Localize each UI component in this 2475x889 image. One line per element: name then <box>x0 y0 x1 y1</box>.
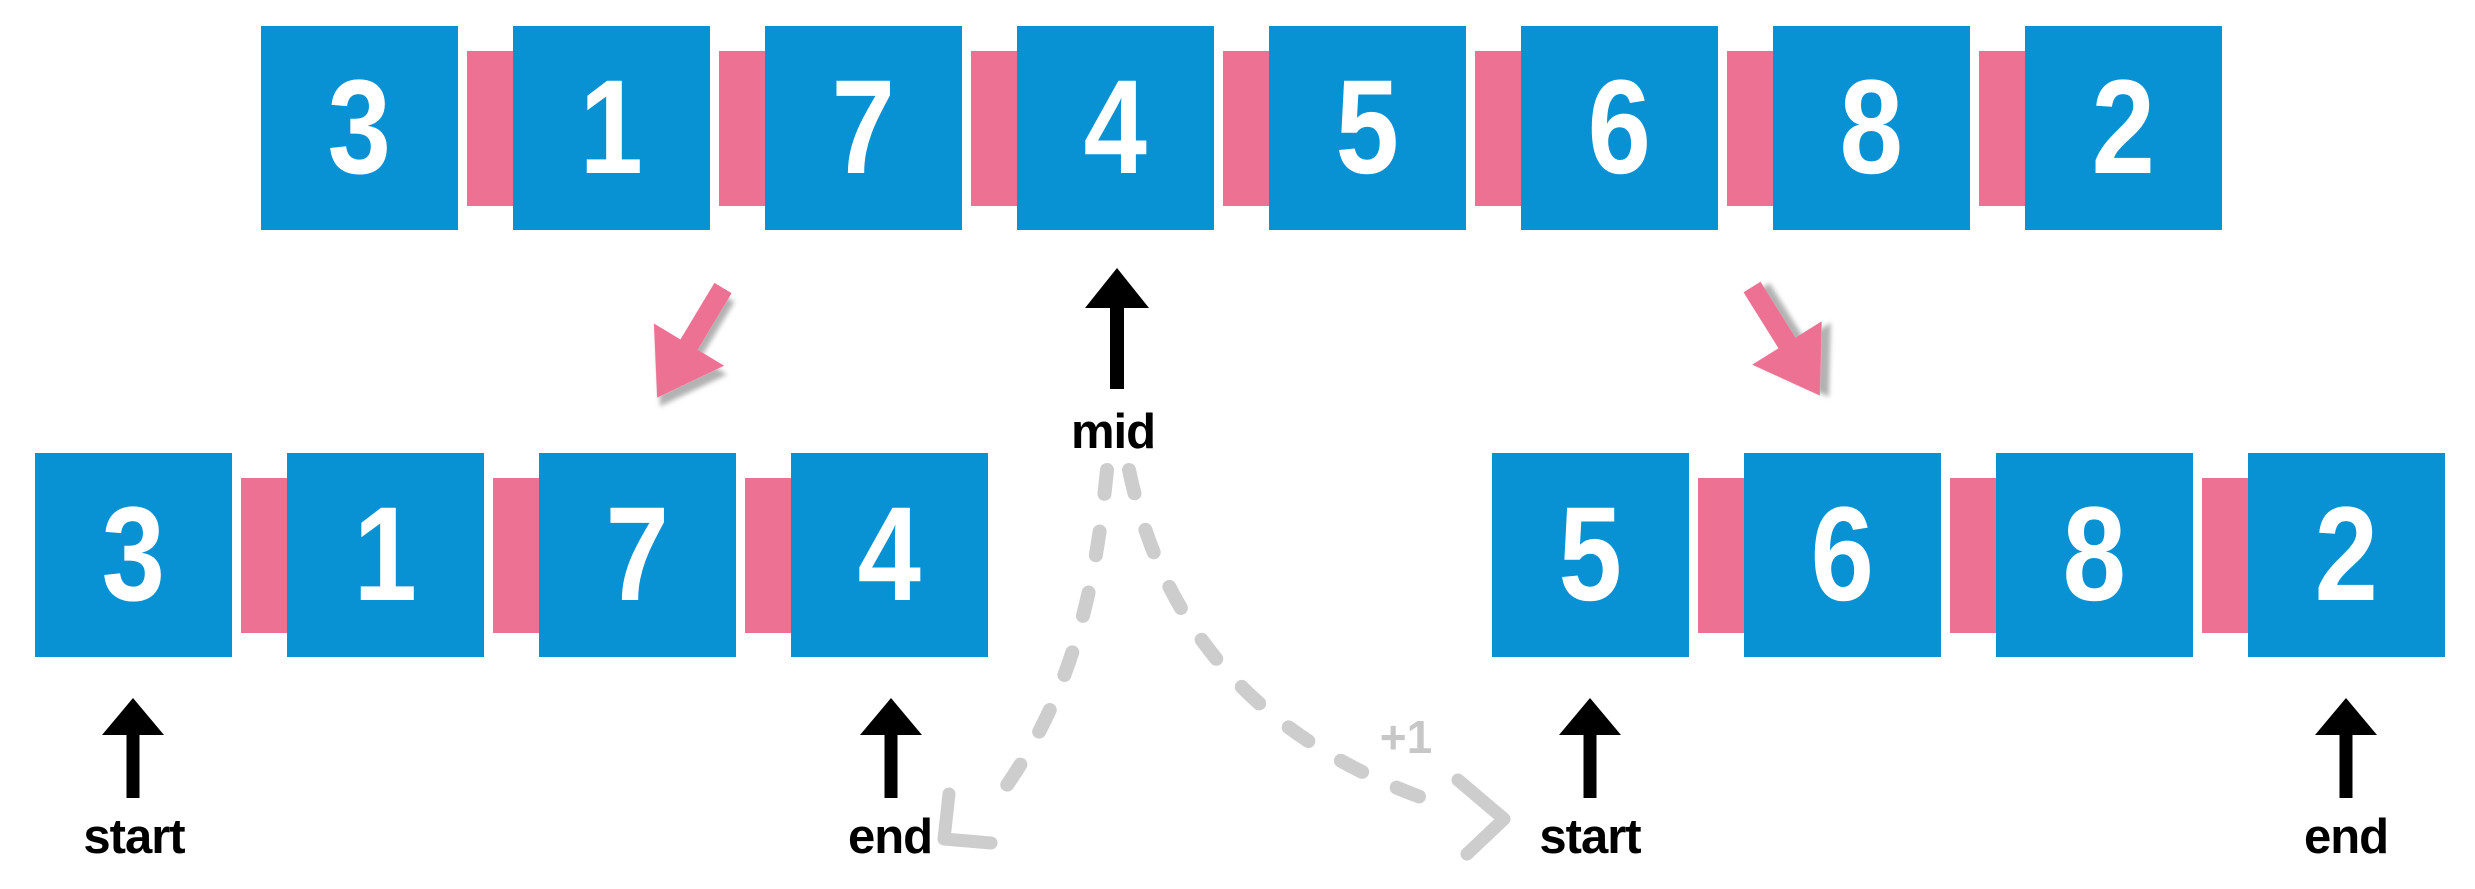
top-array-cell-0: 3 <box>261 26 458 230</box>
cell-value: 2 <box>2091 53 2156 202</box>
cell-value: 8 <box>2062 480 2127 629</box>
top-array-cell-7: 2 <box>2025 26 2222 230</box>
left-subarray-cell-1: 1 <box>287 453 484 657</box>
connector <box>467 51 513 206</box>
left-start-label: start <box>83 810 185 864</box>
connector <box>2202 478 2248 633</box>
dashed-curve-mid-to-end <box>993 463 1114 802</box>
cell-value: 8 <box>1839 53 1904 202</box>
right-subarray-cell-3: 2 <box>2248 453 2445 657</box>
cell-value: 1 <box>579 53 644 202</box>
cell-value: 2 <box>2314 480 2379 629</box>
cell-value: 6 <box>1587 53 1652 202</box>
connector <box>1698 478 1744 633</box>
cell-value: 1 <box>353 480 418 629</box>
cell-value: 4 <box>1083 53 1148 202</box>
connector <box>719 51 765 206</box>
connector <box>1979 51 2025 206</box>
left-end-label: end <box>847 810 933 864</box>
connector <box>1950 478 1996 633</box>
cell-value: 5 <box>1558 480 1623 629</box>
left-subarray-cell-0: 3 <box>35 453 232 657</box>
right-end-arrow-icon <box>2315 698 2377 798</box>
connector <box>493 478 539 633</box>
connector <box>971 51 1017 206</box>
split-right-arrow-icon <box>1743 281 1822 396</box>
cell-value: 3 <box>101 480 166 629</box>
top-array-cell-4: 5 <box>1269 26 1466 230</box>
right-end-label: end <box>2303 810 2389 864</box>
cell-value: 6 <box>1810 480 1875 629</box>
top-array-cell-1: 1 <box>513 26 710 230</box>
left-end-arrow-icon <box>860 698 922 798</box>
connector <box>1475 51 1521 206</box>
cell-value: 7 <box>605 480 670 629</box>
right-start-arrow-icon <box>1559 698 1621 798</box>
left-subarray-cell-3: 4 <box>791 453 988 657</box>
right-start-label: start <box>1539 810 1641 864</box>
mid-label: mid <box>1070 405 1156 459</box>
connector <box>1727 51 1773 206</box>
dashed-curve-mid-to-start <box>1122 463 1453 813</box>
top-array-cell-6: 8 <box>1773 26 1970 230</box>
left-start-arrow-icon <box>102 698 164 798</box>
top-array-cell-2: 7 <box>765 26 962 230</box>
cell-value: 5 <box>1335 53 1400 202</box>
left-subarray-cell-2: 7 <box>539 453 736 657</box>
connector <box>1223 51 1269 206</box>
top-array-cell-3: 4 <box>1017 26 1214 230</box>
top-array-cell-5: 6 <box>1521 26 1718 230</box>
plus-one-label: +1 <box>1380 711 1432 763</box>
mid-arrow-icon <box>1085 268 1149 389</box>
dashed-curve-right-arrowhead-icon <box>1451 773 1511 861</box>
cell-value: 3 <box>327 53 392 202</box>
right-subarray-cell-0: 5 <box>1492 453 1689 657</box>
cell-value: 4 <box>857 480 922 629</box>
dashed-curve-left-arrowhead-icon <box>937 787 998 850</box>
cell-value: 7 <box>831 53 896 202</box>
connector <box>241 478 287 633</box>
split-left-arrow-icon <box>653 282 732 398</box>
connector <box>745 478 791 633</box>
right-subarray-cell-2: 8 <box>1996 453 2193 657</box>
right-subarray-cell-1: 6 <box>1744 453 1941 657</box>
